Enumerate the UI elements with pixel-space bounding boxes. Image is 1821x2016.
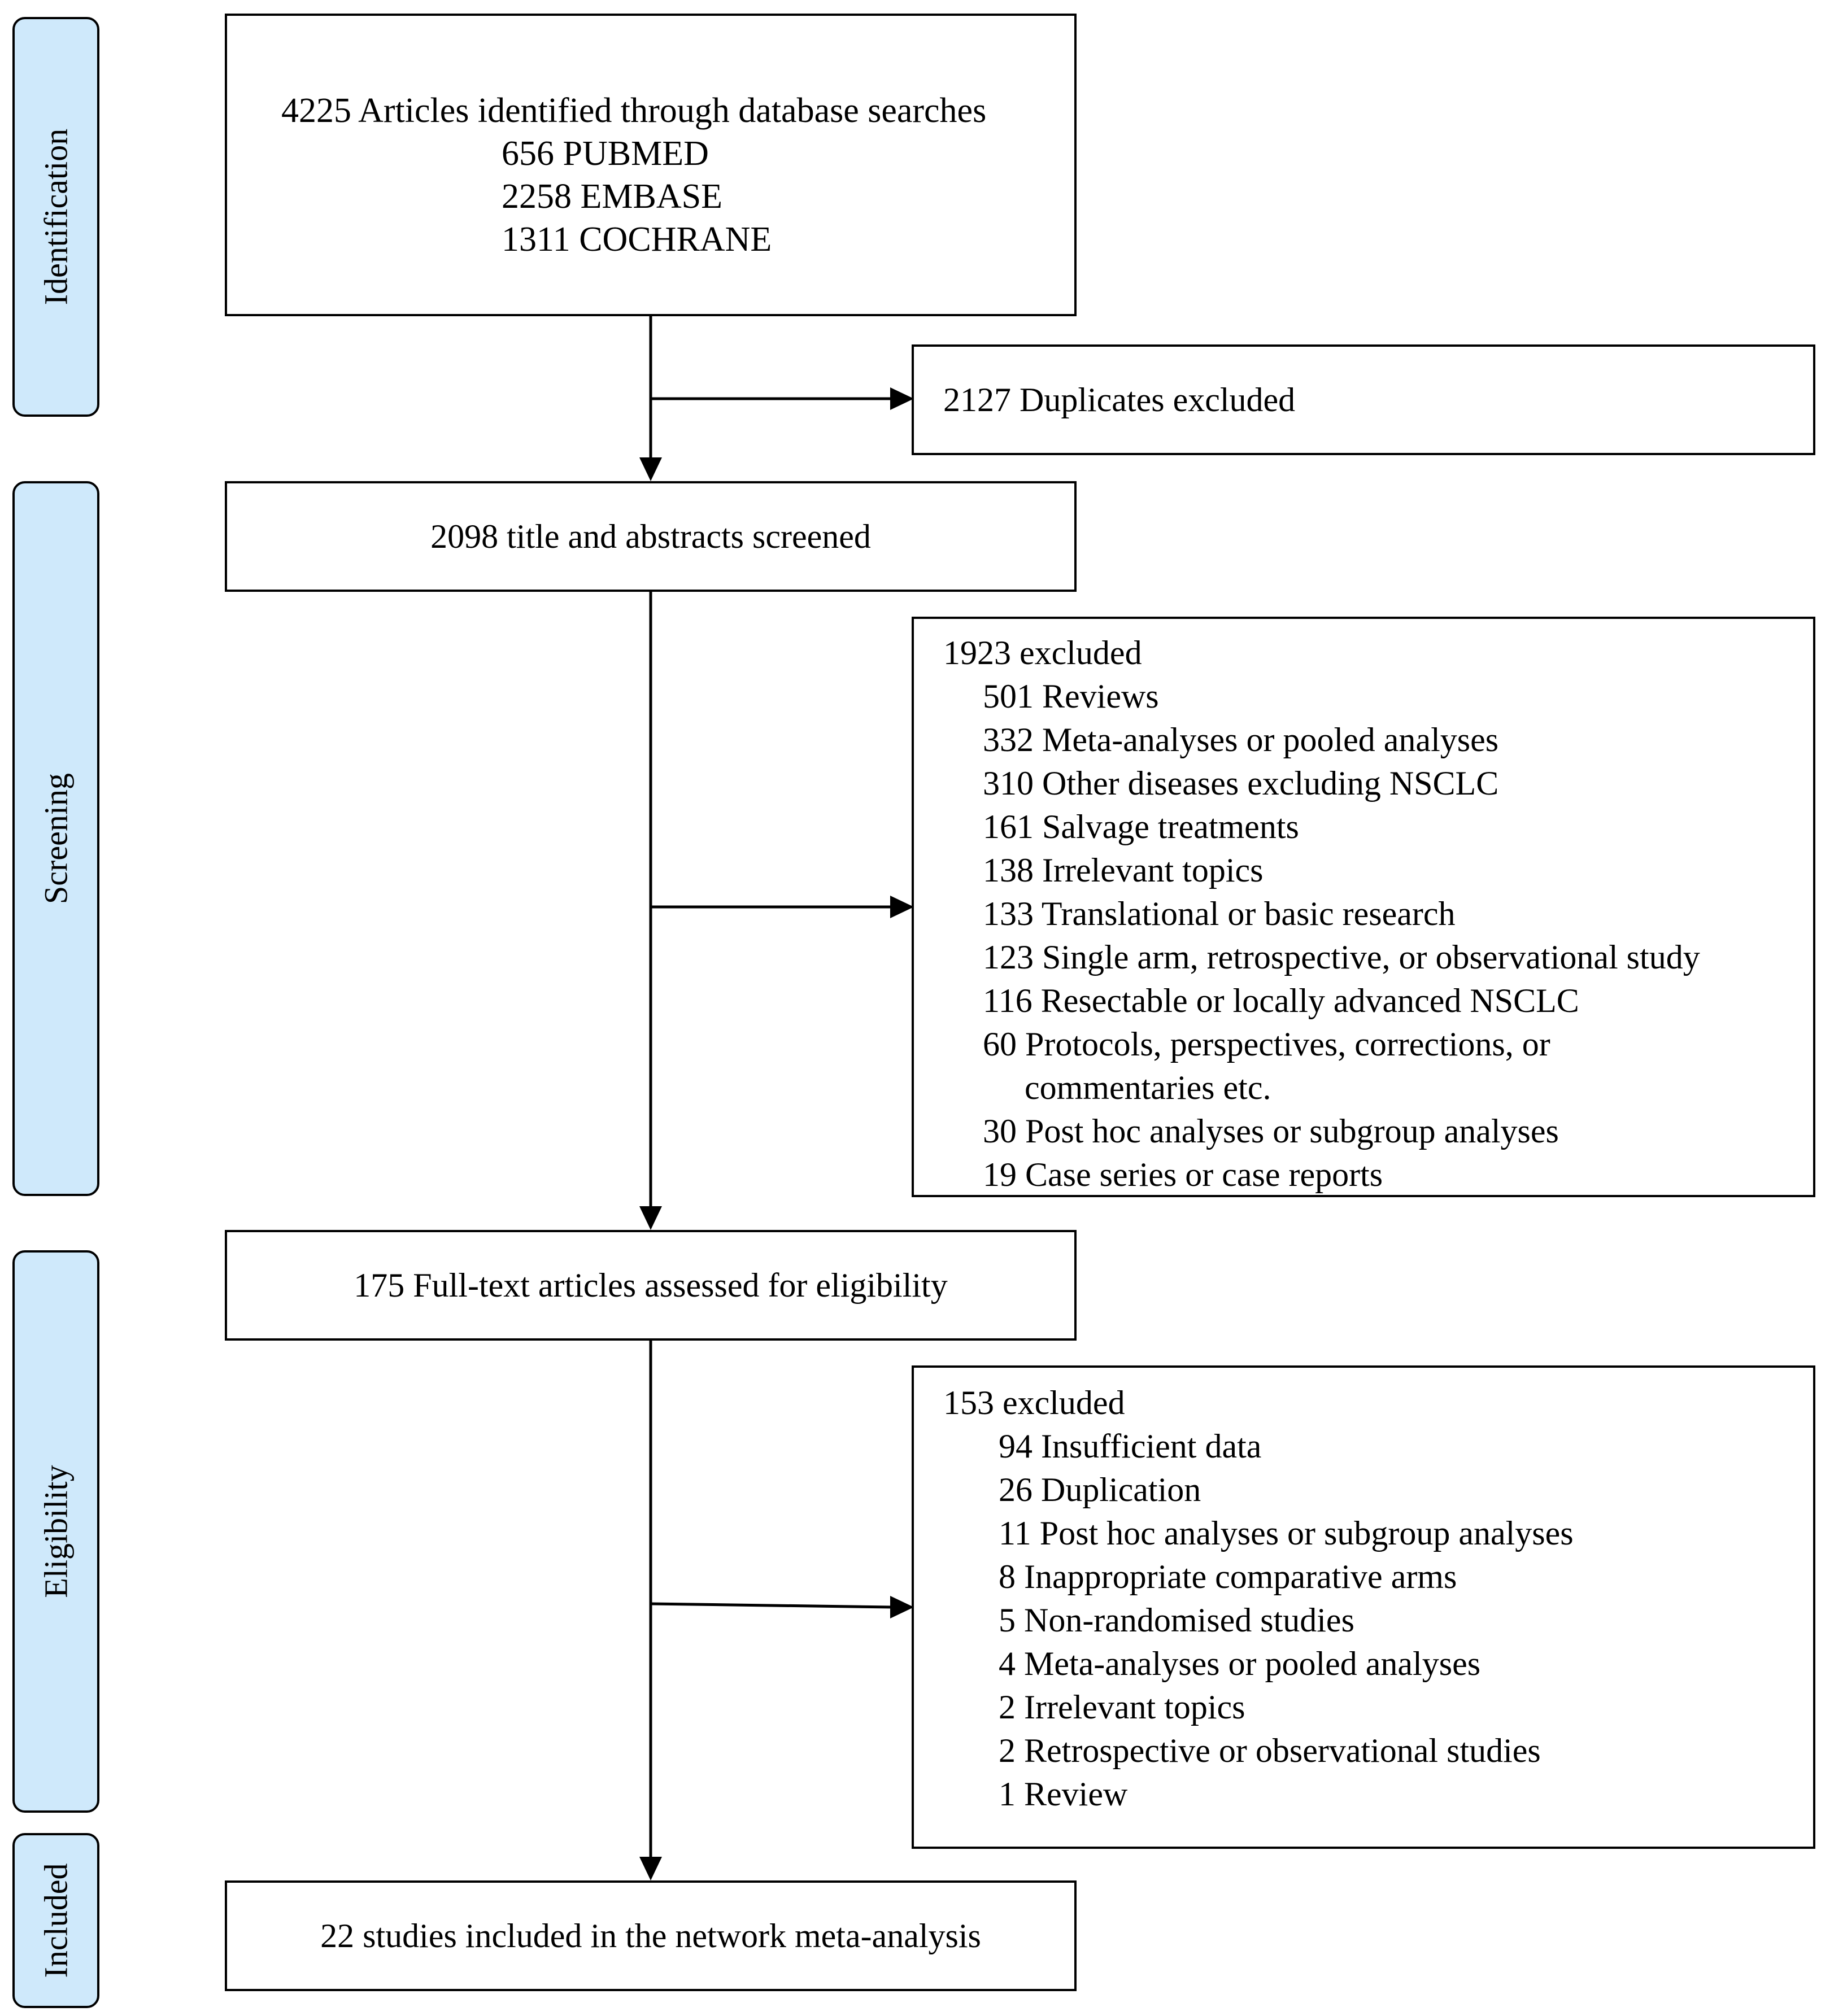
fulltext-text: 175 Full-text articles assessed for elig…: [354, 1266, 948, 1304]
eligibility-excluded-item: 1 Review: [999, 1775, 1128, 1813]
screening-excluded-item: 138 Irrelevant topics: [983, 852, 1264, 889]
screening-excluded-item: 133 Translational or basic research: [983, 895, 1456, 932]
screening-excluded-box: 1923 excluded 501 Reviews 332 Meta-analy…: [912, 617, 1815, 1197]
eligibility-excluded-item: 8 Inappropriate comparative arms: [999, 1558, 1457, 1595]
identified-box: 4225 Articles identified through databas…: [225, 14, 1077, 316]
phase-included: Included: [12, 1833, 99, 2008]
source-embase: 2258 EMBASE: [502, 177, 722, 216]
screening-excluded-item: 161 Salvage treatments: [983, 808, 1299, 845]
screening-excluded-item: 19 Case series or case reports: [983, 1156, 1383, 1193]
duplicates-box: 2127 Duplicates excluded: [912, 344, 1815, 455]
arrowhead-to-duplicates: [890, 387, 914, 410]
screening-excluded-item: 30 Post hoc analyses or subgroup analyse…: [983, 1112, 1559, 1150]
screening-excluded-item: 310 Other diseases excluding NSCLC: [983, 765, 1499, 802]
screening-excluded-item: 60 Protocols, perspectives, corrections,…: [983, 1026, 1550, 1063]
arrowhead-to-screened: [639, 457, 662, 481]
source-cochrane: 1311 COCHRANE: [502, 220, 772, 259]
phase-identification: Identification: [12, 17, 99, 417]
screening-excluded-item: 332 Meta-analyses or pooled analyses: [983, 721, 1499, 758]
duplicates-text: 2127 Duplicates excluded: [943, 381, 1296, 418]
eligibility-excluded-item: 26 Duplication: [999, 1471, 1201, 1508]
phase-screening: Screening: [12, 481, 99, 1196]
branch-line-eligibility-excluded: [650, 1602, 893, 1609]
eligibility-excluded-item: 11 Post hoc analyses or subgroup analyse…: [999, 1515, 1574, 1552]
arrowhead-to-fulltext: [639, 1206, 662, 1230]
eligibility-excluded-item: 4 Meta-analyses or pooled analyses: [999, 1645, 1481, 1682]
screened-box: 2098 title and abstracts screened: [225, 481, 1077, 592]
screening-excluded-item: 123 Single arm, retrospective, or observ…: [983, 939, 1700, 976]
eligibility-excluded-header: 153 excluded: [943, 1384, 1125, 1421]
fulltext-box: 175 Full-text articles assessed for elig…: [225, 1230, 1077, 1341]
screening-excluded-item: 116 Resectable or locally advanced NSCLC: [983, 982, 1579, 1019]
arrowhead-to-included: [639, 1857, 662, 1880]
screening-excluded-header: 1923 excluded: [943, 634, 1142, 671]
included-box: 22 studies included in the network meta-…: [225, 1880, 1077, 1991]
screened-text: 2098 title and abstracts screened: [430, 517, 871, 555]
eligibility-excluded-item: 2 Retrospective or observational studies: [999, 1732, 1541, 1769]
source-pubmed: 656 PUBMED: [502, 134, 709, 173]
arrowhead-to-screening-excluded: [890, 896, 914, 918]
identified-total: 4225 Articles identified through databas…: [281, 91, 987, 130]
screening-excluded-item-continuation: commentaries etc.: [1025, 1069, 1271, 1106]
included-text: 22 studies included in the network meta-…: [320, 1917, 981, 1954]
screening-excluded-item: 501 Reviews: [983, 678, 1159, 715]
eligibility-excluded-item: 5 Non-randomised studies: [999, 1602, 1354, 1639]
eligibility-excluded-box: 153 excluded 94 Insufficient data 26 Dup…: [912, 1365, 1815, 1849]
eligibility-excluded-item: 2 Irrelevant topics: [999, 1688, 1245, 1726]
phase-eligibility: Eligibility: [12, 1250, 99, 1813]
eligibility-excluded-item: 94 Insufficient data: [999, 1428, 1262, 1465]
arrowhead-to-eligibility-excluded: [890, 1596, 914, 1618]
